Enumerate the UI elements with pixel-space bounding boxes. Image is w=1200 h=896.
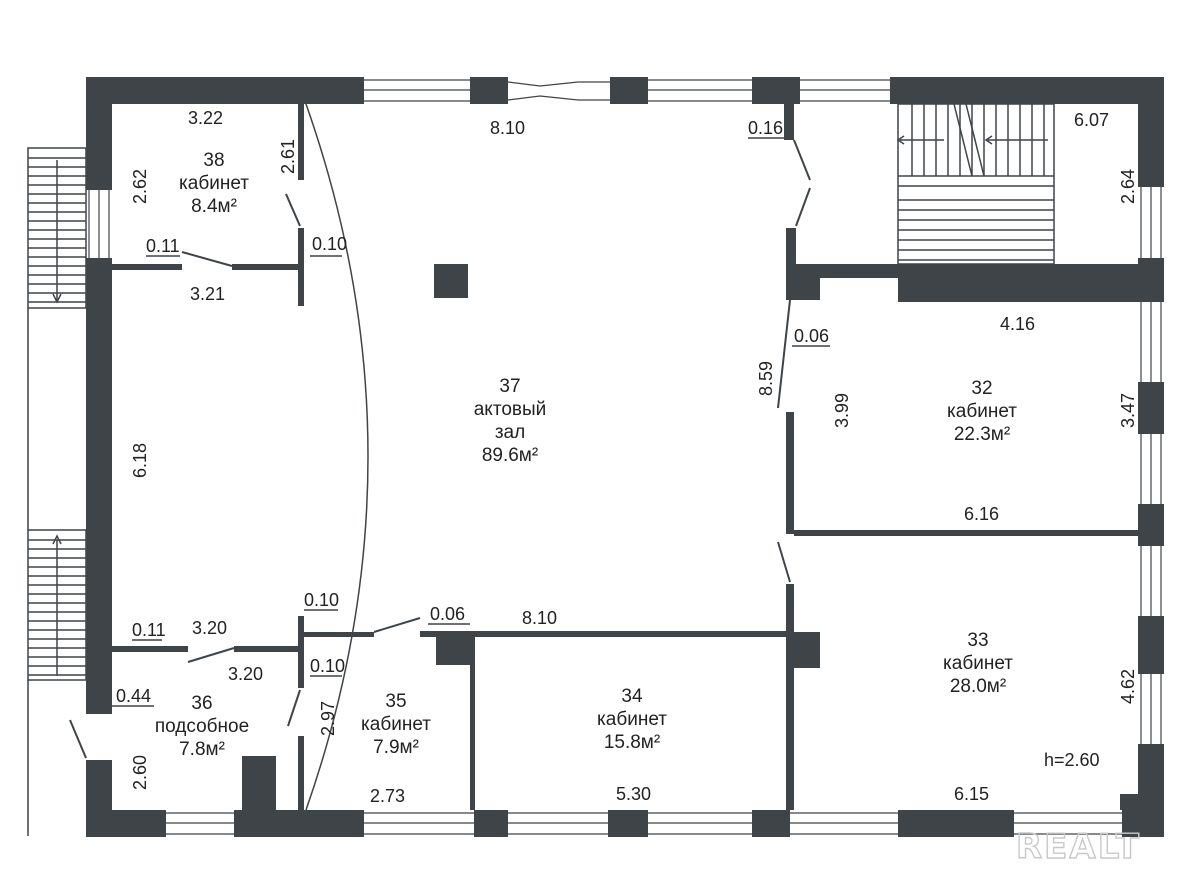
room-35-area: 7.9м²	[373, 737, 419, 758]
dim-label: 0.06	[794, 326, 829, 346]
dim-label: 3.47	[1118, 393, 1138, 428]
dim-label: 4.62	[1118, 669, 1138, 704]
dim-label: 0.11	[146, 236, 180, 256]
room-32-name: кабинет	[947, 401, 1017, 422]
room-33-number: 33	[967, 630, 988, 651]
dim-label: 6.07	[1074, 110, 1109, 130]
dim-label: 6.16	[964, 504, 999, 524]
dim-label: 0.11	[132, 620, 166, 640]
interior-walls	[112, 104, 1138, 810]
room-37-area: 89.6м²	[482, 445, 538, 466]
room-33-area: 28.0м²	[950, 676, 1006, 697]
room-37-name-2: зал	[495, 422, 525, 443]
ceiling-height: h=2.60	[1044, 750, 1100, 770]
room-35-name: кабинет	[361, 714, 431, 735]
outer-walls	[86, 77, 1164, 837]
dim-label: 4.16	[1000, 314, 1035, 334]
dim-label: 8.10	[490, 118, 525, 138]
room-34-label: 34 кабинет 15.8м²	[597, 686, 667, 753]
dimension-leaders	[112, 137, 830, 707]
windows	[88, 79, 1162, 835]
dim-label: 2.64	[1118, 169, 1138, 204]
dim-label: 6.18	[130, 443, 150, 478]
dim-label: 5.30	[616, 784, 651, 804]
room-38-area: 8.4м²	[191, 196, 237, 217]
room-36-label: 36 подсобное 7.8м²	[155, 693, 249, 760]
room-37-name: актовый	[474, 399, 547, 420]
room-38-name: кабинет	[179, 173, 249, 194]
dim-label: 0.10	[310, 656, 345, 676]
dim-label: 6.15	[954, 784, 989, 804]
room-37-number: 37	[499, 376, 520, 397]
room-33-label: 33 кабинет 28.0м²	[943, 630, 1013, 697]
room-36-name: подсобное	[155, 716, 249, 737]
dim-label: 3.99	[832, 393, 852, 428]
room-34-name: кабинет	[597, 709, 667, 730]
dimension-labels: 3.22 8.10 0.16 6.07 0.11 0.10 3.21 4.16 …	[116, 108, 1138, 806]
room-35-number: 35	[385, 691, 406, 712]
doors	[69, 103, 811, 811]
dim-label: 3.22	[188, 108, 223, 128]
dim-label: 8.10	[522, 608, 557, 628]
stairs	[27, 103, 1055, 836]
dim-label: 2.97	[318, 701, 338, 736]
dim-label: 0.10	[304, 590, 339, 610]
dim-label: 2.61	[278, 139, 298, 174]
room-34-area: 15.8м²	[604, 732, 660, 753]
dim-label: 8.59	[756, 361, 776, 396]
dim-label: 2.60	[130, 755, 150, 790]
room-33-name: кабинет	[943, 653, 1013, 674]
dim-label: 0.44	[116, 686, 151, 706]
dim-label: 3.20	[192, 618, 227, 638]
room-38-label: 38 кабинет 8.4м²	[179, 150, 249, 217]
dim-label: 2.73	[370, 786, 405, 806]
room-32-area: 22.3м²	[954, 424, 1010, 445]
room-32-label: 32 кабинет 22.3м²	[947, 378, 1017, 445]
room-36-area: 7.8м²	[179, 739, 225, 760]
dim-label: 0.06	[430, 604, 465, 624]
room-35-label: 35 кабинет 7.9м²	[361, 691, 431, 758]
room-36-number: 36	[191, 693, 212, 714]
dim-label: 2.62	[130, 169, 150, 204]
dim-label: 0.10	[312, 234, 347, 254]
watermark-logo: REALT	[1016, 827, 1141, 867]
dim-label: 3.21	[190, 284, 225, 304]
dim-label: 0.16	[748, 118, 783, 138]
room-38-number: 38	[203, 150, 224, 171]
dim-label: 3.20	[228, 664, 263, 684]
room-37-label: 37 актовый зал 89.6м²	[474, 376, 547, 466]
room-32-number: 32	[971, 378, 992, 399]
room-34-number: 34	[621, 686, 643, 707]
